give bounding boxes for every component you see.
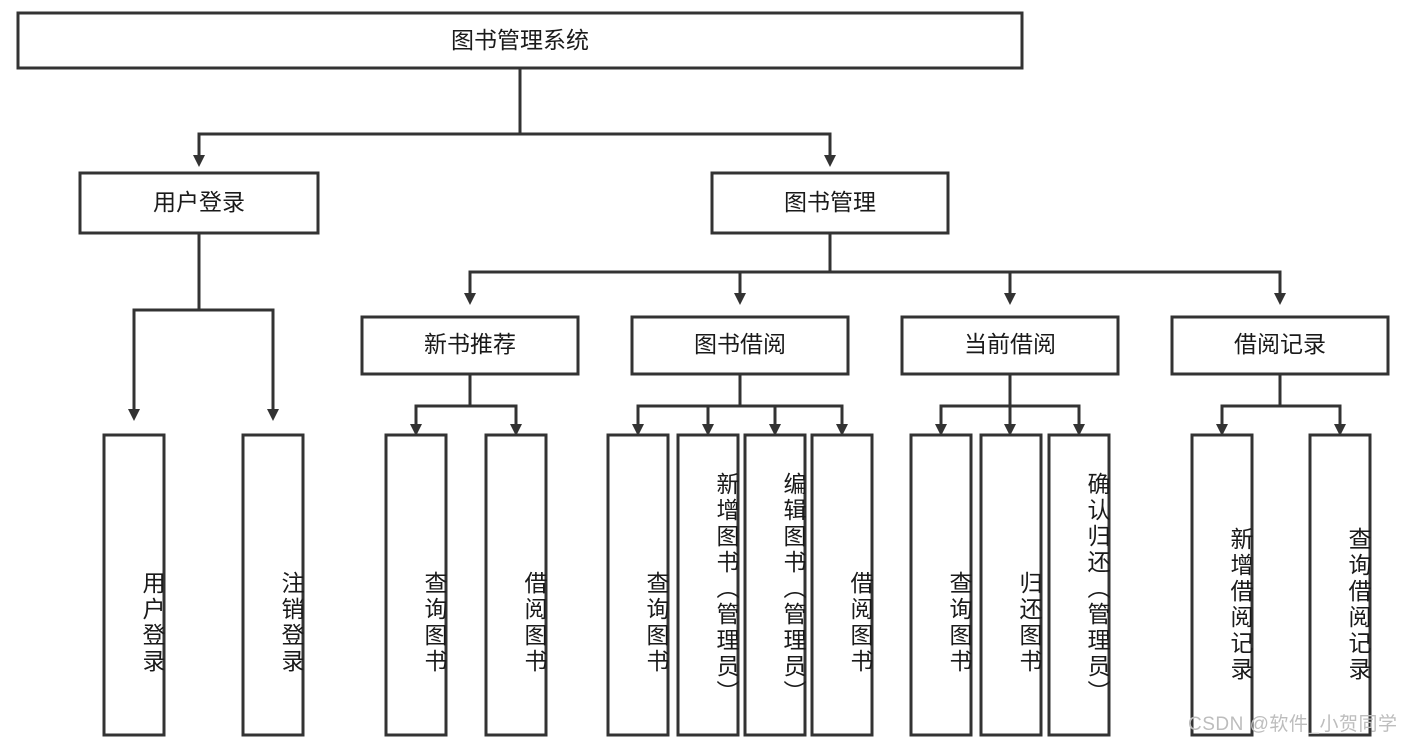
node-root[interactable]: 图书管理系统 [16,11,1024,70]
connector-recommend-to-leaves [410,372,522,436]
node-root-label: 图书管理系统 [451,27,589,53]
node-new-book-recommend-label: 新书推荐 [424,331,516,357]
node-borrow-records-label: 借阅记录 [1234,331,1326,357]
leaf-box-user-login-0[interactable] [102,433,166,737]
leaf-box-borrow-3[interactable] [810,433,874,737]
node-book-borrow[interactable]: 图书借阅 [630,315,850,376]
csdn-watermark: CSDN @软件_小贺同学 [1188,714,1398,735]
node-book-borrow-label: 图书借阅 [694,331,786,357]
node-borrow-records[interactable]: 借阅记录 [1170,315,1390,376]
connector-records-to-leaves [1216,372,1346,436]
connector-current-to-leaves [935,372,1085,436]
leaf-box-current-1[interactable] [979,433,1043,737]
node-new-book-recommend[interactable]: 新书推荐 [360,315,580,376]
leaf-box-recommend-1[interactable] [484,433,548,737]
node-current-borrow-label: 当前借阅 [964,331,1056,357]
leaf-box-records-1[interactable] [1308,433,1372,737]
connector-borrow-to-leaves [632,372,848,436]
leaf-box-user-login-1[interactable] [241,433,305,737]
leaf-box-current-2[interactable] [1047,433,1111,737]
leaf-box-borrow-0[interactable] [606,433,670,737]
node-current-borrow[interactable]: 当前借阅 [900,315,1120,376]
node-user-login[interactable]: 用户登录 [78,171,320,235]
leaf-box-borrow-1[interactable] [676,433,740,737]
connector-root-to-level2 [193,66,836,167]
leaf-box-records-0[interactable] [1190,433,1254,737]
node-user-login-label: 用户登录 [153,189,245,215]
leaf-box-current-0[interactable] [909,433,973,737]
leaf-box-recommend-0[interactable] [384,433,448,737]
node-book-management[interactable]: 图书管理 [710,171,950,235]
connector-bookmgmt-to-level3 [464,231,1286,305]
node-book-management-label: 图书管理 [784,189,876,215]
leaf-box-borrow-2[interactable] [743,433,807,737]
connector-userlogin-to-leaves [128,231,279,421]
